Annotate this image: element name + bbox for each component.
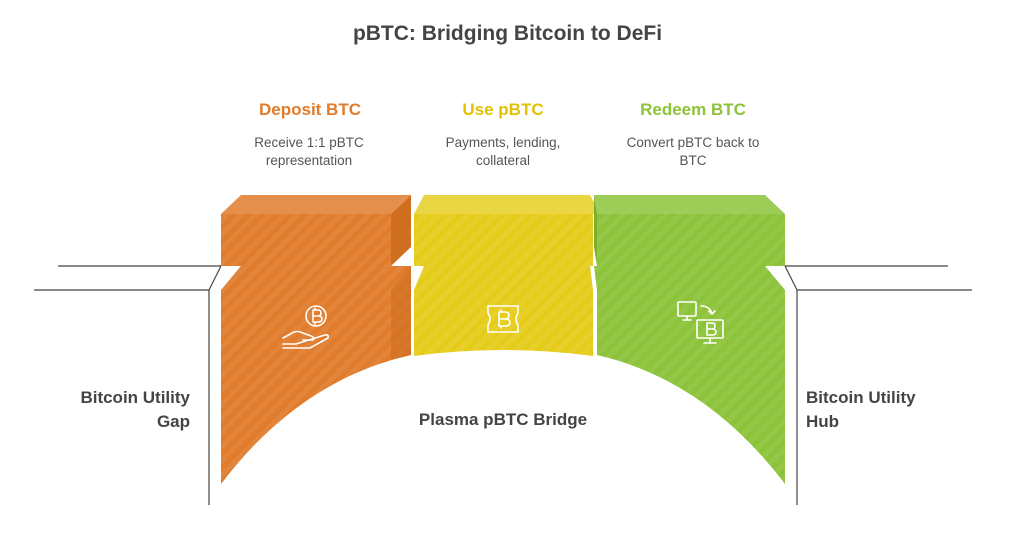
step-desc-line: representation	[265, 153, 353, 168]
ground-lines	[34, 265, 972, 505]
step-title-use: Use pBTC	[462, 100, 544, 119]
step-desc-line: Receive 1:1 pBTC	[254, 135, 364, 150]
step-desc-line: Payments, lending,	[445, 135, 561, 150]
arch-redeem	[594, 266, 785, 484]
arch-deposit	[221, 266, 411, 484]
step-desc-deposit: Receive 1:1 pBTC representation	[224, 134, 394, 170]
right-label-line: Hub	[806, 412, 840, 431]
diagram-title: pBTC: Bridging Bitcoin to DeFi	[352, 22, 663, 45]
block-deposit-top	[221, 195, 411, 266]
step-desc-use: Payments, lending, collateral	[418, 134, 588, 170]
bitcoin-ticket-icon	[487, 305, 519, 333]
left-label-line: Gap	[156, 412, 190, 431]
step-desc-line: collateral	[475, 153, 531, 168]
right-label-line: Bitcoin Utility	[806, 388, 916, 407]
step-desc-redeem: Convert pBTC back to BTC	[608, 134, 778, 170]
step-desc-line: BTC	[679, 153, 707, 168]
monitor-exchange-icon	[677, 301, 724, 344]
left-label-line: Bitcoin Utility	[80, 388, 190, 407]
step-desc-line: Convert pBTC back to	[626, 135, 760, 150]
step-title-deposit: Deposit BTC	[259, 100, 361, 119]
left-label: Bitcoin Utility Gap	[40, 386, 190, 434]
step-title-redeem: Redeem BTC	[640, 100, 746, 119]
bitcoin-hand-icon	[282, 305, 329, 349]
right-label: Bitcoin Utility Hub	[806, 386, 986, 434]
block-redeem-top	[594, 195, 785, 266]
block-use-top	[414, 195, 600, 266]
arch-use	[414, 266, 593, 356]
bridge-label: Plasma pBTC Bridge	[418, 410, 588, 429]
